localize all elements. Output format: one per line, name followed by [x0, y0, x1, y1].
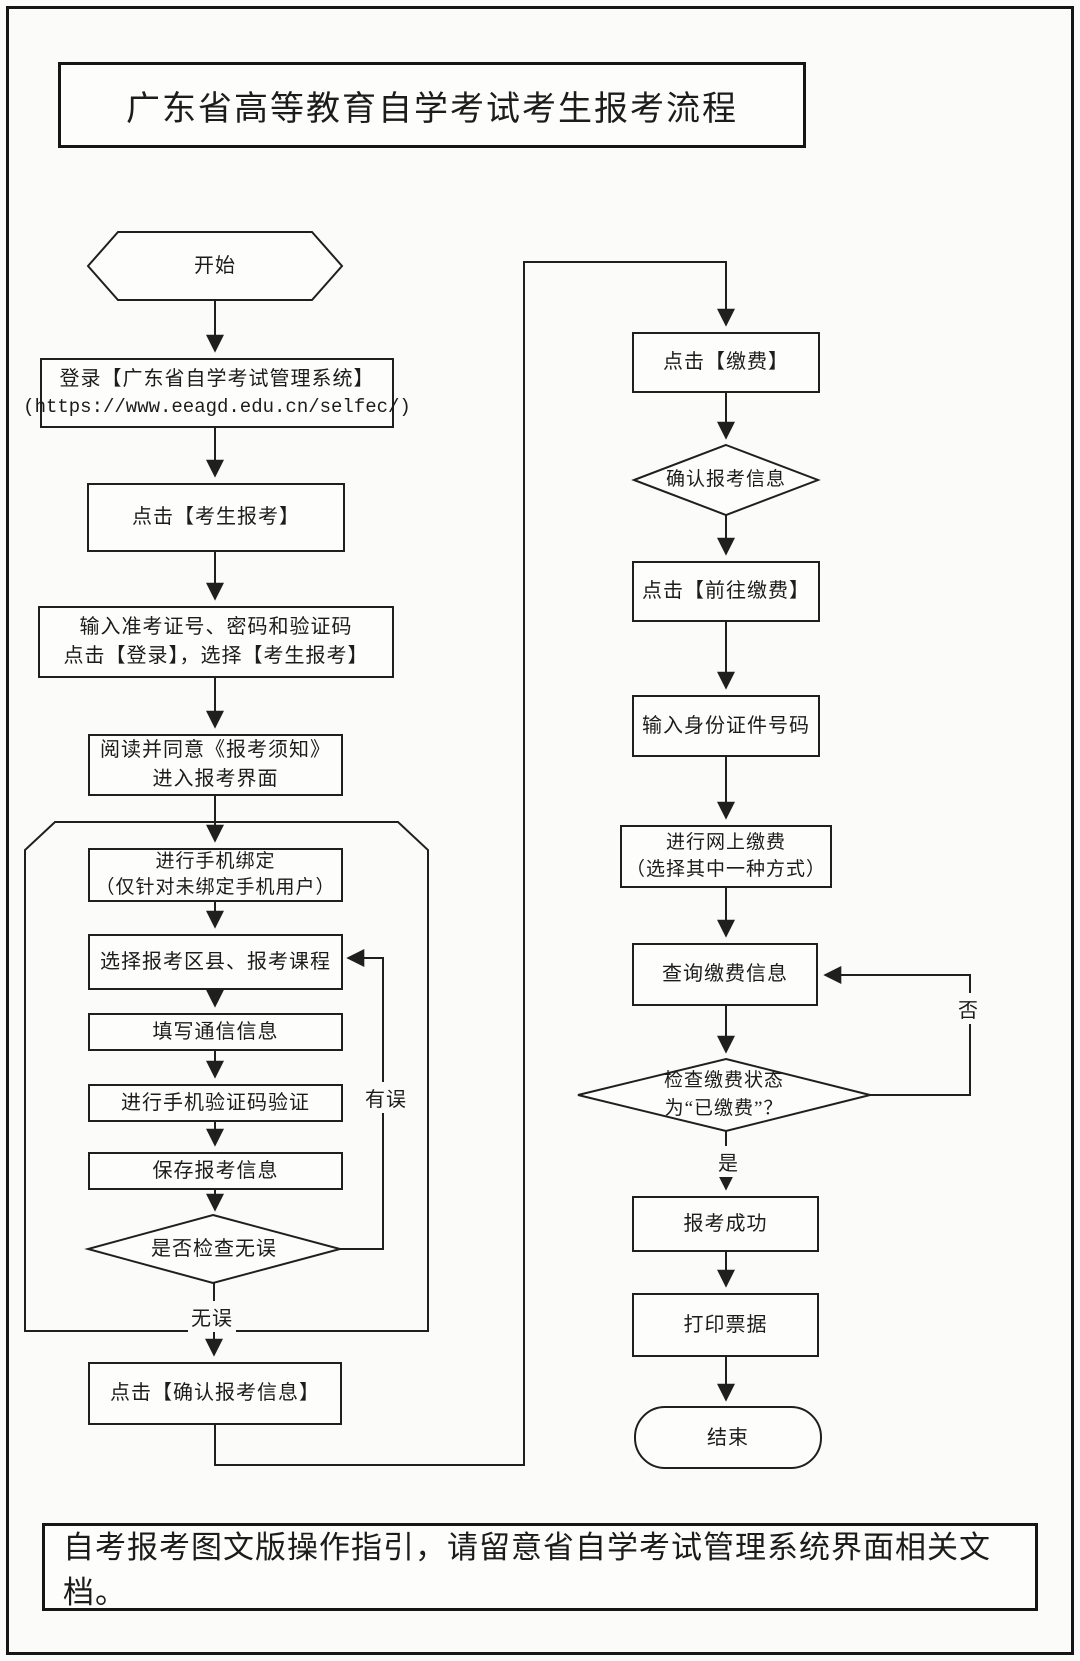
- subprocess-container-outline: [24, 821, 429, 1332]
- bind-phone-line2: （仅针对未绑定手机用户）: [95, 877, 336, 898]
- online-pay-step: 进行网上缴费 （选择其中一种方式）: [620, 825, 832, 888]
- save-info-step: 保存报考信息: [88, 1152, 343, 1190]
- start-hexagon-shape: [86, 231, 344, 301]
- query-pay-step: 查询缴费信息: [632, 943, 818, 1006]
- bind-phone-line1: 进行手机绑定: [155, 851, 276, 873]
- save-info-label: 保存报考信息: [152, 1159, 279, 1182]
- pay-status-line2: 为“已缴费”？: [664, 1098, 784, 1119]
- pay-status-diamond-shape: [577, 1057, 871, 1133]
- confirm-pay-label: 确认报考信息: [665, 468, 786, 490]
- page-title-text: 广东省高等教育自学考试考生报考流程: [126, 90, 738, 128]
- confirm-info-label: 点击【确认报考信息】: [110, 1382, 320, 1404]
- label-has-error: 有误: [362, 1082, 410, 1113]
- end-label: 结束: [707, 1426, 749, 1449]
- connector-no-loop: [823, 966, 971, 1096]
- footer-note: 自考报考图文版操作指引，请留意省自学考试管理系统界面相关文档。: [42, 1523, 1038, 1611]
- enter-credentials-step: 输入准考证号、密码和验证码 点击【登录】，选择【考生报考】: [38, 606, 394, 678]
- success-label: 报考成功: [683, 1212, 768, 1235]
- start-label: 开始: [194, 255, 236, 277]
- credentials-line2: 点击【登录】，选择【考生报考】: [63, 645, 369, 667]
- connector-to-right-column: [214, 261, 735, 1466]
- confirm-pay-decision: 确认报考信息: [634, 445, 818, 515]
- print-receipt-step: 打印票据: [632, 1293, 819, 1357]
- end-terminator: 结束: [635, 1407, 821, 1468]
- pay-status-line1: 检查缴费状态: [663, 1069, 784, 1091]
- label-yes: 是: [715, 1146, 742, 1177]
- success-step: 报考成功: [632, 1196, 819, 1252]
- read-notice-line1: 阅读并同意《报考须知》: [100, 739, 331, 761]
- read-notice-line2: 进入报考界面: [152, 768, 279, 790]
- click-pay-step: 点击【缴费】: [632, 332, 820, 393]
- read-notice-step: 阅读并同意《报考须知》 进入报考界面: [88, 734, 343, 796]
- fill-contact-label: 填写通信信息: [152, 1020, 279, 1043]
- credentials-line1: 输入准考证号、密码和验证码: [79, 616, 353, 638]
- click-pay-label: 点击【缴费】: [663, 351, 789, 373]
- confirm-info-step: 点击【确认报考信息】: [88, 1362, 342, 1425]
- confirm-pay-diamond-shape: [631, 443, 821, 517]
- label-no: 否: [955, 993, 982, 1024]
- goto-pay-step: 点击【前往缴费】: [632, 561, 820, 622]
- select-courses-label: 选择报考区县、报考课程: [100, 950, 331, 973]
- candidate-register-label: 点击【考生报考】: [132, 506, 300, 528]
- check-correct-diamond-shape: [84, 1213, 344, 1285]
- footer-note-text: 自考报考图文版操作指引，请留意省自学考试管理系统界面相关文档。: [63, 1530, 991, 1610]
- select-courses-step: 选择报考区县、报考课程: [88, 934, 343, 990]
- sms-verify-step: 进行手机验证码验证: [88, 1084, 343, 1122]
- check-correct-decision: 是否检查无误: [88, 1215, 340, 1283]
- login-system-step: 登录【广东省自学考试管理系统】 (https://www.eeagd.edu.c…: [23, 358, 411, 428]
- login-url: (https://www.eeagd.edu.cn/selfec/): [23, 395, 411, 418]
- print-receipt-label: 打印票据: [683, 1313, 768, 1336]
- online-pay-line2: （选择其中一种方式）: [625, 858, 826, 880]
- check-correct-label: 是否检查无误: [151, 1238, 277, 1260]
- online-pay-line1: 进行网上缴费: [665, 831, 786, 853]
- login-line1: 登录【广东省自学考试管理系统】: [59, 367, 375, 390]
- label-no-error: 无误: [188, 1301, 236, 1332]
- start-terminator: 开始: [88, 232, 342, 300]
- end-terminator-shape: [634, 1406, 822, 1469]
- pay-status-decision: 检查缴费状态 为“已缴费”？: [578, 1059, 870, 1131]
- candidate-register-step: 点击【考生报考】: [87, 483, 345, 552]
- bind-phone-step: 进行手机绑定 （仅针对未绑定手机用户）: [88, 848, 343, 902]
- sms-verify-label: 进行手机验证码验证: [121, 1091, 310, 1114]
- fill-contact-step: 填写通信信息: [88, 1013, 343, 1051]
- page-title: 广东省高等教育自学考试考生报考流程: [58, 62, 806, 148]
- query-pay-label: 查询缴费信息: [662, 963, 788, 985]
- goto-pay-label: 点击【前往缴费】: [642, 580, 810, 602]
- enter-id-label: 输入身份证件号码: [642, 714, 810, 737]
- enter-id-step: 输入身份证件号码: [632, 695, 820, 757]
